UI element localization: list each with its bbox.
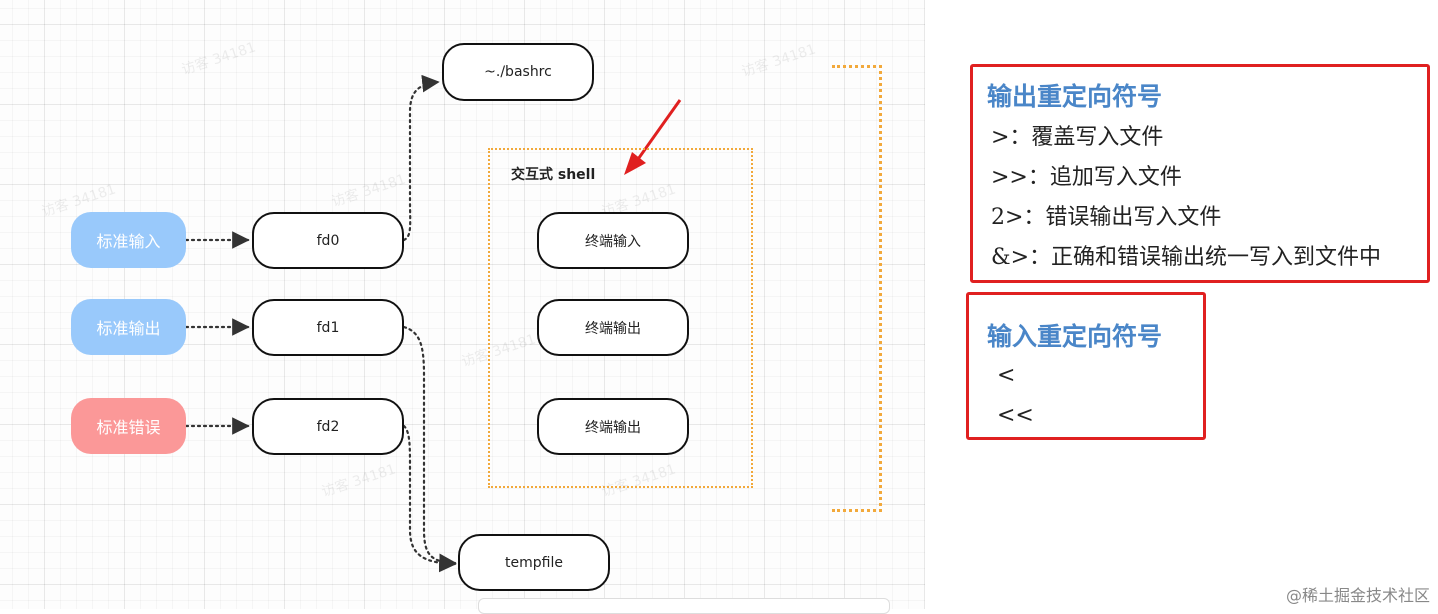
terminal-node: 终端输入 [537,212,689,269]
fd-node: fd0 [252,212,404,269]
terminal-label: 终端输出 [585,419,641,436]
terminal-label: 终端输出 [585,320,641,337]
output-redirect-box: 输出重定向符号 >：覆盖写入文件 >>：追加写入文件 2>：错误输出写入文件 &… [970,64,1430,283]
stream-label: 标准输出 [96,319,161,338]
stream-pill-stdin: 标准输入 [71,212,186,268]
stream-pill-stdout: 标准输出 [71,299,186,355]
connector-fd0-bashrc [402,74,440,242]
input-redirect-box: 输入重定向符号 < << [966,292,1206,440]
dotted-bracket [832,65,882,512]
input-redirect-title: 输入重定向符号 [987,322,1163,351]
shell-title: 交互式 shell [511,167,596,183]
output-redirect-item: &>：正确和错误输出统一写入到文件中 [991,245,1382,270]
connector-fd2-tempfile [402,424,457,573]
red-pointer-arrow [624,99,682,175]
terminal-node: 终端输出 [537,398,689,455]
input-redirect-item: < [997,363,1016,388]
stream-pill-stderr: 标准错误 [71,398,186,454]
fd-label: fd0 [316,232,340,249]
bottom-strip [478,598,890,614]
connector-layer [184,74,682,573]
diagram-canvas: 访客 34181 访客 34181 访客 34181 访客 34181 访客 3… [0,0,925,609]
fd-node: fd2 [252,398,404,455]
tempfile-label: tempfile [505,554,563,571]
interactive-shell-box [488,148,753,488]
bashrc-label: ~./bashrc [484,64,552,80]
output-redirect-item: >：覆盖写入文件 [991,125,1164,150]
fd-label: fd2 [316,418,340,435]
terminal-label: 终端输入 [585,233,641,250]
terminal-node: 终端输出 [537,299,689,356]
connector-fd1-tempfile [402,325,457,572]
tempfile-node: tempfile [458,534,610,591]
stream-label: 标准错误 [96,418,161,437]
output-redirect-item: >>：追加写入文件 [991,165,1182,190]
fd-label: fd1 [316,319,340,336]
credit-watermark: @稀土掘金技术社区 [1285,586,1430,605]
bashrc-node: ~./bashrc [442,43,594,101]
input-redirect-item: << [997,403,1034,428]
fd-node: fd1 [252,299,404,356]
output-redirect-item: 2>：错误输出写入文件 [991,205,1222,230]
stream-label: 标准输入 [96,232,161,251]
output-redirect-title: 输出重定向符号 [987,82,1163,111]
